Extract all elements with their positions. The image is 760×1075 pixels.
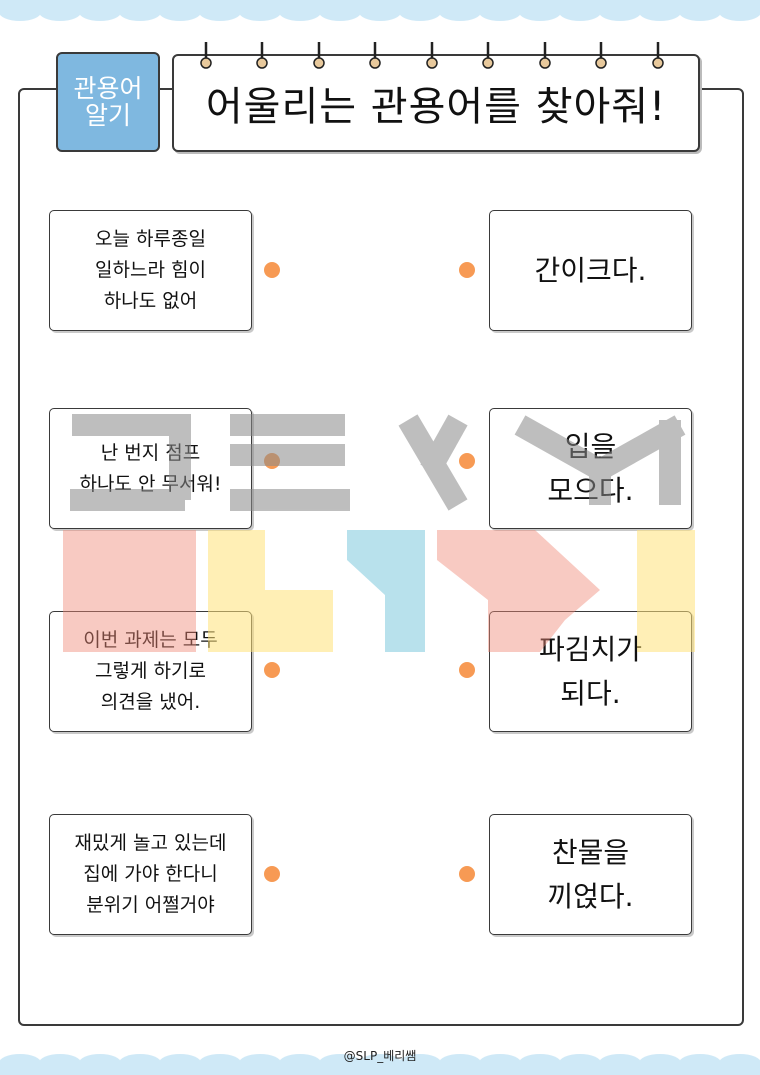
binder-ring-icon <box>313 42 325 69</box>
connect-dot-left-1[interactable] <box>264 262 280 278</box>
situation-card-4[interactable]: 재밌게 놀고 있는데 집에 가야 한다니 분위기 어쩔거야 <box>49 814 252 935</box>
binder-ring-icon <box>482 42 494 69</box>
credit-text: @SLP_베리쌤 <box>343 1049 417 1063</box>
idiom-card-1[interactable]: 간이크다. <box>489 210 692 331</box>
situation-text-4: 재밌게 놀고 있는데 집에 가야 한다니 분위기 어쩔거야 <box>74 832 227 916</box>
connect-dot-right-4[interactable] <box>459 866 475 882</box>
connect-dot-left-2[interactable] <box>264 453 280 469</box>
idiom-card-3[interactable]: 파김치가 되다. <box>489 611 692 732</box>
category-tag: 관용어 알기 <box>56 52 160 152</box>
idiom-text-2: 입을 모으다. <box>547 429 634 507</box>
situation-card-2[interactable]: 난 번지 점프 하나도 안 무서워! <box>49 408 252 529</box>
situation-text-1: 오늘 하루종일 일하느라 힘이 하나도 없어 <box>95 228 206 312</box>
scallop-border-bottom <box>0 1054 760 1075</box>
idiom-card-2[interactable]: 입을 모으다. <box>489 408 692 529</box>
binder-ring-icon <box>256 42 268 69</box>
connect-dot-right-3[interactable] <box>459 662 475 678</box>
binder-ring-icon <box>200 42 212 69</box>
connect-dot-left-3[interactable] <box>264 662 280 678</box>
idiom-text-4: 찬물을 끼얹다. <box>547 835 634 913</box>
binder-ring-icon <box>652 42 664 69</box>
binder-ring-icon <box>595 42 607 69</box>
scallop-border-top <box>0 0 760 21</box>
idiom-text-1: 간이크다. <box>534 253 647 287</box>
situation-text-2: 난 번지 점프 하나도 안 무서워! <box>79 441 222 495</box>
binder-ring-icon <box>426 42 438 69</box>
situation-card-1[interactable]: 오늘 하루종일 일하느라 힘이 하나도 없어 <box>49 210 252 331</box>
connect-dot-right-1[interactable] <box>459 262 475 278</box>
binder-ring-icon <box>539 42 551 69</box>
page-title: 어울리는 관용어를 찾아줘! <box>172 54 700 152</box>
idiom-text-3: 파김치가 되다. <box>538 632 643 710</box>
connect-dot-right-2[interactable] <box>459 453 475 469</box>
connect-dot-left-4[interactable] <box>264 866 280 882</box>
page-title-text: 어울리는 관용어를 찾아줘! <box>205 84 667 130</box>
situation-text-3: 이번 과제는 모두 그렇게 하기로 의견을 냈어. <box>83 629 218 713</box>
tag-line-2: 알기 <box>84 101 131 130</box>
situation-card-3[interactable]: 이번 과제는 모두 그렇게 하기로 의견을 냈어. <box>49 611 252 732</box>
tag-line-1: 관용어 <box>73 74 143 103</box>
idiom-card-4[interactable]: 찬물을 끼얹다. <box>489 814 692 935</box>
binder-ring-icon <box>369 42 381 69</box>
